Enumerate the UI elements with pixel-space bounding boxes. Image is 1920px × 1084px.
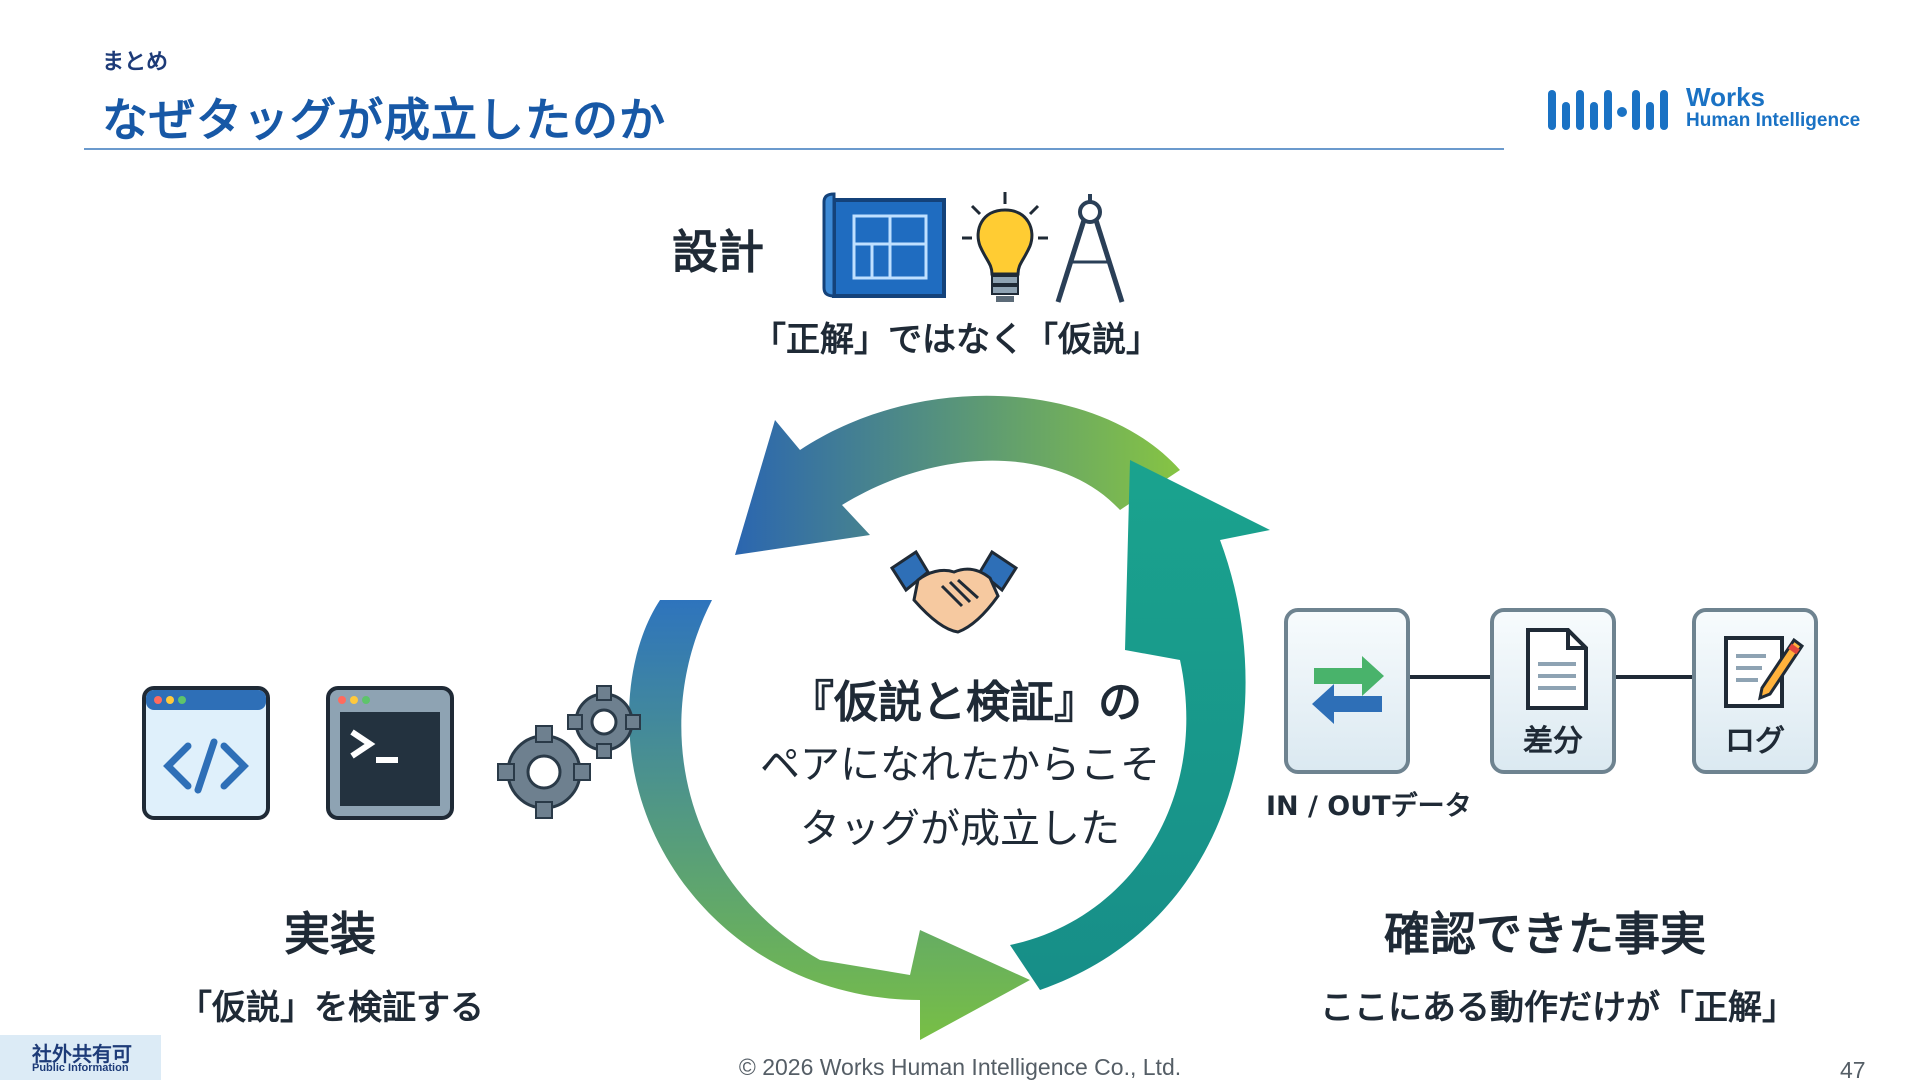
top-cycle-arrow [735, 395, 1180, 555]
document-icon [1526, 628, 1588, 710]
cycle-line-2: ペアになれたからこそ [760, 742, 1160, 788]
page-number: 47 [1840, 1057, 1866, 1083]
implementation-caption: 「仮説」を検証する [178, 988, 484, 1028]
lightbulb-icon [962, 192, 1048, 302]
cycle-main-text: 『仮説と検証』の [790, 677, 1142, 728]
connector-line-1 [1410, 675, 1490, 679]
io-data-label: IN / OUTデータ [1266, 791, 1472, 822]
cycle-arrows [629, 395, 1270, 1040]
implementation-heading: 実装 [284, 907, 376, 961]
left-cycle-arrow [629, 600, 1030, 1040]
io-data-box [1284, 608, 1410, 774]
right-cycle-arrow [1010, 460, 1270, 990]
title-divider [84, 148, 1504, 150]
edit-log-icon [1724, 636, 1804, 708]
code-window-icon [142, 686, 270, 820]
verification-caption: ここにある動作だけが「正解」 [1320, 988, 1796, 1028]
design-caption: 「正解」ではなく「仮説」 [752, 320, 1160, 360]
cycle-line-3: タッグが成立した [800, 806, 1120, 852]
terminal-icon [326, 686, 454, 820]
compass-icon [1055, 194, 1125, 303]
handshake-icon [889, 549, 1019, 634]
design-heading: 設計 [672, 225, 764, 279]
company-logo: Works Human Intelligence [1546, 82, 1866, 136]
copyright: © 2026 Works Human Intelligence Co., Ltd… [738, 1054, 1182, 1080]
connector-line-2 [1616, 675, 1700, 679]
gears-icon [497, 685, 641, 819]
blueprint-icon [822, 192, 946, 298]
logo-bars-icon [1548, 90, 1668, 130]
section-label: まとめ [102, 50, 169, 75]
verification-heading: 確認できた事実 [1384, 907, 1706, 961]
diff-box: 差分 [1490, 608, 1616, 774]
diff-label: 差分 [1523, 724, 1583, 759]
logo-subtitle: Human Intelligence [1686, 110, 1861, 131]
page-title: なぜタッグが成立したのか [102, 93, 666, 147]
logo-name: Works [1686, 82, 1765, 112]
log-label: ログ [1725, 724, 1785, 759]
log-box: ログ [1692, 608, 1818, 774]
public-info-badge: 社外共有可 Public Information [0, 1035, 161, 1080]
badge-main-text: 社外共有可 [32, 1042, 132, 1066]
exchange-arrows-icon [1312, 656, 1384, 724]
badge-sub-text: Public Information [32, 1062, 129, 1074]
